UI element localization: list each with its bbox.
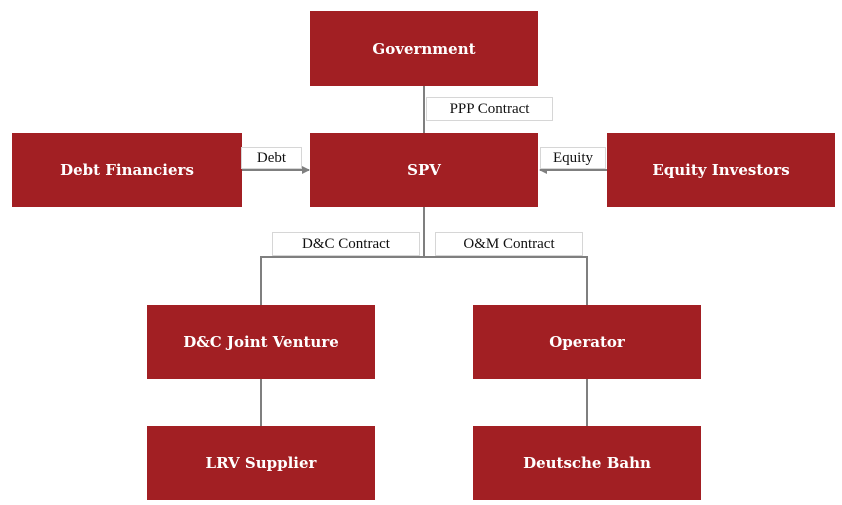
equity-investors-label: Equity Investors	[652, 161, 790, 179]
lrv-supplier-box: LRV Supplier	[147, 426, 375, 500]
spv-box: SPV	[310, 133, 538, 207]
dc-joint-venture-box: D&C Joint Venture	[147, 305, 375, 379]
deutsche-bahn-label: Deutsche Bahn	[523, 454, 651, 472]
ppp-contract-edge-label: PPP Contract	[426, 97, 553, 121]
deutsche-bahn-box: Deutsche Bahn	[473, 426, 701, 500]
equity-edge-label: Equity	[540, 147, 606, 169]
government-box: Government	[310, 11, 538, 86]
debt-financiers-box: Debt Financiers	[12, 133, 242, 207]
lrv-supplier-label: LRV Supplier	[205, 454, 317, 472]
spv-label: SPV	[407, 161, 441, 179]
om-contract-edge-label: O&M Contract	[435, 232, 583, 256]
debt-edge-label: Debt	[241, 147, 302, 169]
operator-box: Operator	[473, 305, 701, 379]
operator-label: Operator	[549, 333, 625, 351]
equity-investors-box: Equity Investors	[607, 133, 835, 207]
dc-joint-venture-label: D&C Joint Venture	[183, 333, 339, 351]
dc-contract-edge-label: D&C Contract	[272, 232, 420, 256]
government-label: Government	[372, 39, 476, 58]
debt-financiers-label: Debt Financiers	[60, 161, 194, 179]
